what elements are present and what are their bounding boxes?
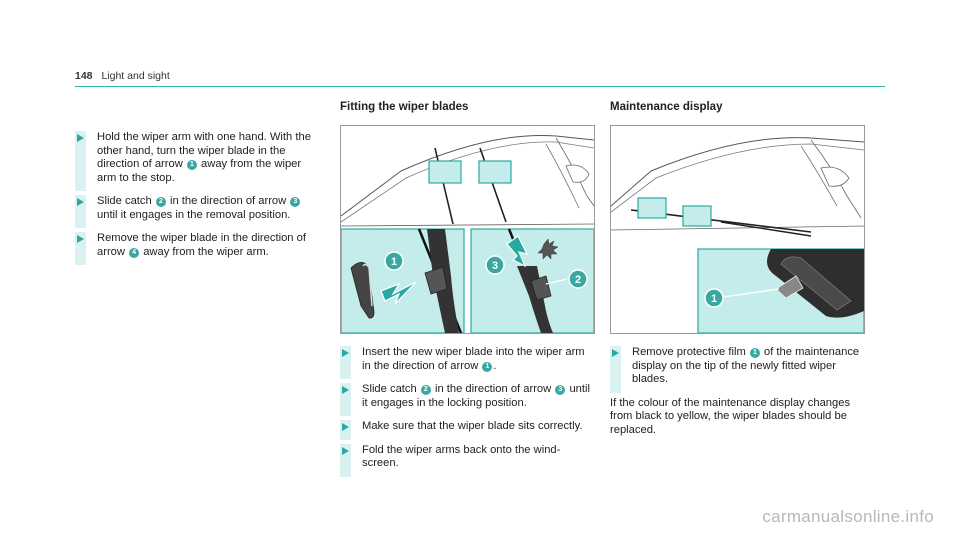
callout-badge: 3	[555, 385, 566, 395]
callout-label: 1	[391, 256, 397, 268]
step-text-fragment: Insert the new wiper blade into the wipe…	[362, 346, 585, 372]
instruction-step: Slide catch 2 in the direction of arrow …	[340, 383, 594, 416]
step-text: Slide catch 2 in the direction of arrow …	[362, 383, 590, 409]
callout-1	[384, 251, 404, 271]
instruction-step: Hold the wiper arm with one hand. With t…	[75, 131, 318, 191]
step-text-fragment: Slide catch	[97, 195, 155, 207]
section-heading-fitting: Fitting the wiper blades	[340, 101, 469, 113]
callout-badge: 4	[129, 247, 140, 258]
step-text-fragment: until it engages in the removal position…	[97, 208, 291, 221]
instruction-step: Slide catch 2 in the direction of arrow …	[75, 195, 318, 228]
step-bar	[75, 131, 86, 191]
page-number: 148	[75, 70, 93, 82]
step-text-fragment: of the maintenance display on the tip of…	[632, 346, 860, 385]
step-text-fragment: Remove protective film	[632, 346, 749, 358]
figure-maintenance-display: 1	[610, 125, 865, 334]
step-bar	[75, 195, 86, 228]
section-heading-maintenance: Maintenance display	[610, 101, 723, 113]
section-title: Light and sight	[101, 70, 170, 82]
page-header: 148 Light and sight	[75, 70, 170, 82]
column-fitting: Fitting the wiper blades	[340, 101, 594, 123]
step-bar	[610, 346, 621, 393]
callout-badge: 2	[420, 385, 431, 395]
step-arrow-icon	[612, 349, 619, 357]
step-text-fragment: in the direction of arrow	[166, 195, 290, 207]
step-text-fragment: away from the wiper arm to the stop.	[97, 158, 302, 184]
step-text: Remove protective film 1 of the maintena…	[632, 346, 859, 385]
callout-badge: 1	[482, 361, 493, 372]
step-arrow-icon	[342, 349, 349, 357]
callout-label: 3	[492, 260, 498, 272]
instruction-step: Remove protective film 1 of the maintena…	[610, 346, 864, 393]
highlight-box	[478, 160, 512, 184]
direction-arrow	[506, 235, 529, 268]
watermark: carmanualsonline.info	[762, 507, 934, 526]
step-text-fragment: until it engages in the locking position…	[362, 383, 590, 409]
step-text-fragment: .	[493, 359, 497, 372]
step-text-fragment: Fold the wiper arms back onto the wind-s…	[362, 443, 561, 470]
step-text-fragment: away from the wiper arm.	[140, 245, 269, 258]
step-text: Fold the wiper arms back onto the wind-s…	[362, 444, 560, 470]
callout-badge: 3	[290, 197, 301, 207]
step-text: Remove the wiper blade in the direction …	[97, 232, 306, 258]
instruction-step: Insert the new wiper blade into the wipe…	[340, 346, 594, 379]
callout-label: 1	[711, 293, 717, 305]
maintenance-display	[775, 275, 804, 299]
highlight-box	[428, 160, 462, 184]
step-arrow-icon	[342, 386, 349, 394]
highlight-box	[637, 197, 667, 219]
column-maintenance: Maintenance display	[610, 101, 864, 123]
step-list: Insert the new wiper blade into the wipe…	[340, 346, 594, 477]
figure-fitting-wiper-blades: 1 3 2	[340, 125, 595, 334]
callout-badge: 1	[749, 348, 760, 358]
step-arrow-icon	[77, 134, 84, 142]
callout-badge: 2	[155, 197, 166, 207]
fitting-illustration: 1 3 2	[341, 134, 594, 333]
step-bar	[340, 383, 351, 416]
direction-arrow	[380, 281, 417, 305]
callout-1	[704, 288, 724, 308]
step-text: Insert the new wiper blade into the wipe…	[362, 346, 585, 372]
column-removing: Hold the wiper arm with one hand. With t…	[75, 131, 318, 269]
step-text: Slide catch 2 in the direction of arrow …	[97, 195, 301, 221]
instruction-step: Fold the wiper arms back onto the wind-s…	[340, 443, 594, 477]
callout-3	[485, 255, 505, 275]
instruction-step: Remove the wiper blade in the direction …	[75, 232, 318, 265]
callout-badge: 1	[186, 160, 197, 170]
step-text: Hold the wiper arm with one hand. With t…	[97, 131, 311, 184]
step-text-fragment: Make sure that the wiper blade sits corr…	[362, 420, 583, 432]
step-arrow-icon	[342, 423, 349, 431]
step-list: Remove protective film 1 of the maintena…	[610, 346, 864, 393]
callout-label: 2	[575, 274, 581, 286]
step-text-fragment: Remove the wiper blade in the direction …	[97, 232, 306, 258]
step-text-fragment: Slide catch	[362, 383, 420, 395]
step-bar	[340, 346, 351, 379]
highlight-box	[682, 205, 712, 227]
step-text-fragment: in the direction of arrow	[431, 383, 555, 395]
step-arrow-icon	[77, 235, 84, 243]
maintenance-paragraph: If the colour of the maintenance display…	[610, 396, 851, 436]
step-bar	[340, 443, 351, 477]
step-text-fragment: Hold the wiper arm with one hand. With t…	[97, 131, 311, 170]
step-arrow-icon	[77, 198, 84, 206]
step-arrow-icon	[342, 446, 349, 455]
step-list: Hold the wiper arm with one hand. With t…	[75, 131, 318, 265]
callout-2	[568, 269, 588, 289]
instruction-step: Make sure that the wiper blade sits corr…	[340, 420, 594, 440]
step-bar	[75, 232, 86, 265]
column-fitting-steps: Insert the new wiper blade into the wipe…	[340, 346, 594, 481]
column-maintenance-steps: Remove protective film 1 of the maintena…	[610, 346, 864, 437]
header-rule	[75, 86, 885, 87]
step-text: Make sure that the wiper blade sits corr…	[362, 420, 583, 432]
maintenance-illustration: 1	[611, 137, 864, 333]
click-icon	[537, 238, 559, 260]
